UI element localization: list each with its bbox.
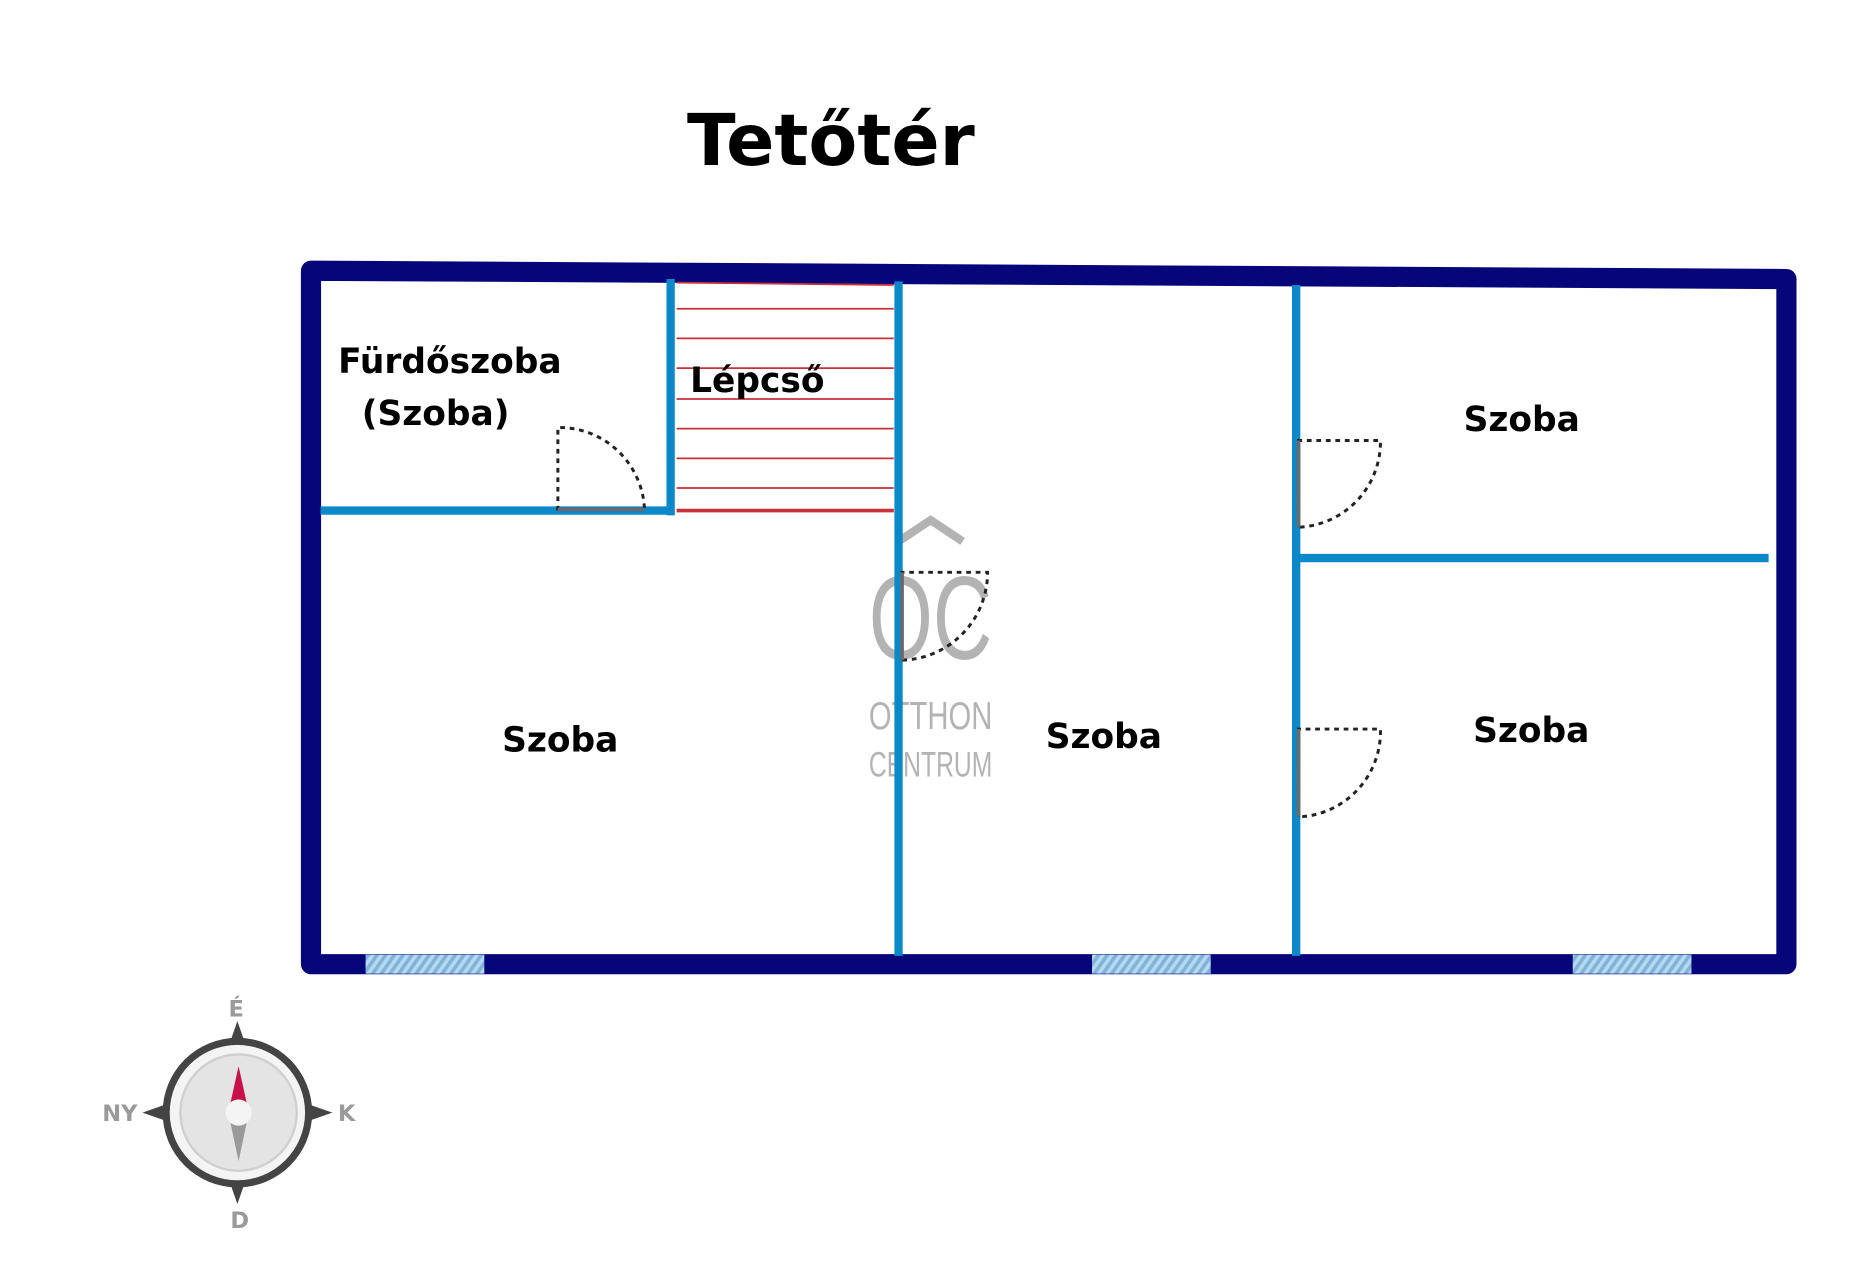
otthon-centrum-logo: OC OTTHON CENTRUM (869, 515, 992, 785)
room-label-left: Szoba (502, 721, 618, 761)
room-label-top-right: Szoba (1464, 400, 1580, 440)
compass-south: D (230, 1208, 249, 1234)
logo-line1: OTTHON (869, 695, 992, 738)
room-label-bathroom-sub: (Szoba) (362, 394, 510, 434)
door-top-right-room (1297, 439, 1382, 529)
compass-east: K (338, 1101, 357, 1127)
outer-wall (300, 260, 1797, 975)
room-label-bathroom: Fürdőszoba (338, 342, 561, 382)
compass-north: É (229, 994, 244, 1022)
floor-title: Tetőtér (687, 99, 975, 182)
logo-mark: OC (869, 553, 992, 685)
door-bottom-right-room (1297, 727, 1382, 819)
logo-line2: CENTRUM (869, 745, 992, 785)
compass-icon: É D K NY (102, 994, 357, 1233)
window (1092, 954, 1211, 974)
door-bathroom (556, 425, 647, 511)
room-label-stairs: Lépcső (690, 361, 824, 401)
window (1572, 954, 1692, 974)
staircase (676, 281, 894, 513)
room-label-bottom-right: Szoba (1473, 711, 1589, 751)
door-center-room (900, 570, 990, 662)
compass-west: NY (102, 1101, 138, 1127)
room-label-center: Szoba (1046, 717, 1162, 757)
window (365, 954, 485, 974)
